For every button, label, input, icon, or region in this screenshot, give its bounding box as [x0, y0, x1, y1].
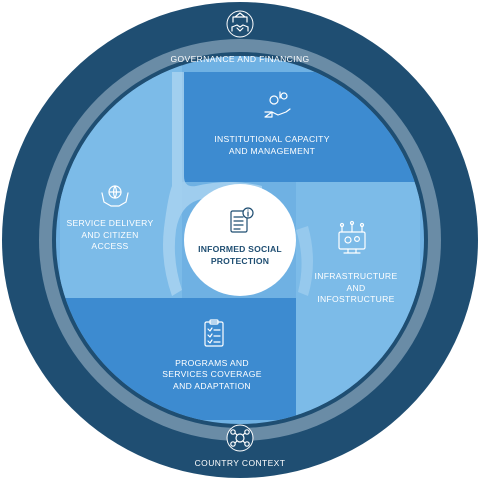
document-info-icon — [230, 207, 254, 233]
quadrant-infrastructure-line3: INFOSTRUCTURE — [317, 294, 394, 304]
quadrant-infrastructure-line2: AND — [346, 283, 365, 293]
ring-label-country: COUNTRY CONTEXT — [195, 458, 286, 468]
center-title-line1: INFORMED SOCIAL — [198, 244, 282, 254]
quadrant-programs-line1: PROGRAMS AND — [175, 358, 249, 368]
hands-globe-icon — [101, 185, 129, 207]
quadrant-institutional — [172, 72, 420, 192]
center-circle — [184, 184, 296, 296]
quadrant-programs-line2: SERVICES COVERAGE — [162, 369, 262, 379]
quadrant-service-line1: SERVICE DELIVERY — [66, 218, 153, 228]
quadrant-programs-line3: AND ADAPTATION — [173, 381, 251, 391]
quadrant-infrastructure-line1: INFRASTRUCTURE — [315, 271, 398, 281]
quadrant-institutional-line1: INSTITUTIONAL CAPACITY — [214, 134, 329, 144]
clipboard-checklist-icon — [204, 319, 224, 347]
hand-gears-icon — [264, 91, 291, 118]
quadrant-institutional-line2: AND MANAGEMENT — [229, 146, 316, 156]
swirl-band — [163, 72, 262, 296]
handshake-building-icon — [226, 10, 254, 38]
quadrant-service-line3: ACCESS — [91, 241, 128, 251]
monitor-gears-icon — [338, 220, 366, 254]
quadrant-service-line2: AND CITIZEN — [81, 230, 138, 240]
globe-network-icon — [226, 424, 254, 452]
swirl-band-right — [296, 226, 313, 296]
center-title-line2: PROTECTION — [211, 256, 269, 266]
ring-label-governance: GOVERNANCE AND FINANCING — [170, 54, 309, 64]
